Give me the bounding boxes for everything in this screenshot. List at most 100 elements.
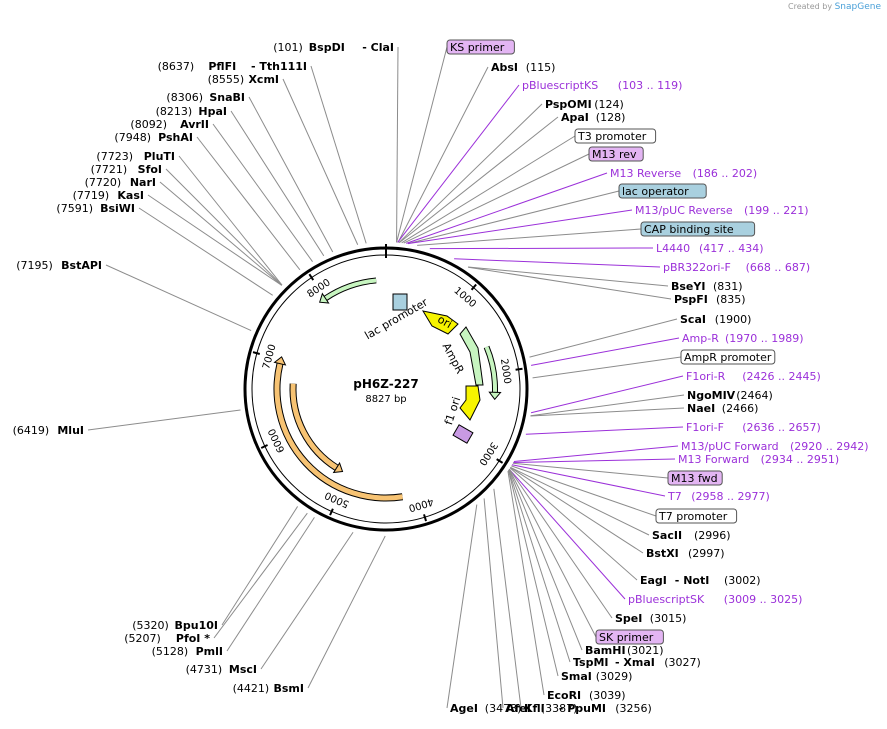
enzyme-label: PfoI * — [176, 632, 210, 645]
feature-position: (1970 .. 1989) — [725, 332, 804, 345]
connector-line — [178, 155, 283, 286]
connector-line — [532, 356, 682, 379]
connector-line — [230, 110, 325, 257]
enzyme-position: (5128) — [152, 645, 189, 658]
enzyme-label: PflFI — [208, 60, 236, 73]
enzyme-label: BstXI — [646, 547, 679, 560]
orange-arc-outer — [274, 363, 403, 501]
tick-label: 3000 — [476, 440, 499, 467]
connector-line — [407, 190, 620, 245]
connector-lines — [87, 46, 685, 709]
enzyme-position: (3256) — [615, 702, 652, 715]
enzyme-position: (6419) — [13, 424, 50, 437]
enzyme-position: (128) — [596, 111, 626, 124]
enzyme-label: HpaI — [198, 105, 227, 118]
tick-mark — [496, 458, 504, 464]
connector-line — [165, 168, 283, 286]
connector-line — [446, 504, 478, 709]
enzyme-label: AbsI — [491, 61, 518, 74]
connector-line — [87, 409, 241, 431]
promoter-label: T7 promoter — [658, 510, 728, 523]
ori-arrow — [421, 310, 459, 335]
connector-line — [493, 488, 522, 709]
enzyme-label: BsiWI — [100, 202, 135, 215]
enzyme-position: (8213) — [156, 105, 193, 118]
orange-arc-inner — [290, 383, 338, 470]
watermark-brand: SnapGene — [834, 2, 881, 12]
primer-box — [446, 39, 515, 55]
feature-position: (668 .. 687) — [746, 261, 811, 274]
inner-feature-label: ori — [435, 313, 454, 331]
enzyme-position: (3021) — [627, 644, 664, 657]
primer-label: M13 fwd — [671, 472, 718, 485]
connector-line — [226, 517, 315, 652]
tick-label: 4000 — [407, 495, 435, 513]
connector-line — [105, 264, 252, 331]
enzyme-label: NgoMIV — [687, 389, 736, 402]
enzyme-label: BseYI — [671, 280, 705, 293]
enzyme-label-2: - PpuMI — [559, 702, 606, 715]
cap-arc — [324, 278, 377, 301]
promoter-box — [574, 128, 657, 144]
enzyme-position: (2466) — [722, 402, 759, 415]
enzyme-label: Bpu10I — [175, 619, 219, 632]
connector-line — [396, 46, 448, 243]
feature-position: (2426 .. 2445) — [742, 370, 821, 383]
connector-line — [429, 247, 654, 250]
feature-position: (2958 .. 2977) — [691, 490, 770, 503]
connector-line — [468, 266, 672, 300]
connector-line — [310, 65, 367, 244]
tick-mark — [308, 273, 315, 281]
connector-line — [398, 103, 543, 243]
connector-line — [403, 153, 590, 244]
tick-mark — [423, 514, 427, 522]
enzyme-label: MluI — [57, 424, 84, 437]
enzyme-position: (4731) — [186, 663, 223, 676]
connector-line — [508, 470, 559, 677]
promoter-label: T3 promoter — [577, 130, 647, 143]
plasmid-length: 8827 bp — [365, 394, 406, 405]
inner-feature-label: f1 ori — [442, 395, 463, 426]
enzyme-label: PspFI — [674, 293, 708, 306]
enzyme-position: (1900) — [715, 313, 752, 326]
primer-box — [667, 470, 723, 486]
enzyme-label: MscI — [229, 663, 257, 676]
connector-line — [159, 181, 283, 286]
connector-line — [530, 394, 685, 417]
enzyme-label: EagI — [640, 574, 667, 587]
connector-line — [406, 172, 608, 244]
connector-line — [396, 46, 399, 243]
enzyme-label: PspOMI — [545, 98, 592, 111]
enzyme-label: BstAPI — [61, 259, 102, 272]
enzyme-label: SfoI — [138, 163, 162, 176]
enzyme-position: (101) — [273, 41, 303, 54]
tick-label: 2000 — [498, 358, 513, 385]
primer-label: KS primer — [450, 41, 505, 54]
enzyme-position: (7723) — [96, 150, 133, 163]
feature-position: (2934 .. 2951) — [761, 453, 840, 466]
enzyme-position: (835) — [716, 293, 746, 306]
feature-label: T7 — [667, 490, 682, 503]
primer-label: M13 rev — [592, 148, 637, 161]
connector-line — [530, 407, 685, 417]
connector-line — [483, 498, 504, 709]
connector-line — [282, 78, 359, 245]
connector-line — [525, 426, 684, 435]
connector-line — [417, 228, 642, 246]
enzyme-position: (7721) — [91, 163, 128, 176]
connector-line — [397, 66, 489, 243]
connector-line — [213, 512, 308, 639]
connector-line — [401, 135, 576, 244]
feature-label: M13 Reverse — [610, 167, 681, 180]
connector-line — [248, 96, 334, 253]
feature-position: (103 .. 119) — [618, 79, 683, 92]
tick-mark — [515, 367, 523, 371]
ampr-promoter-arrowhead — [488, 391, 502, 401]
feature-position: (199 .. 221) — [744, 204, 809, 217]
enzyme-label-2: - Tth111I — [251, 60, 307, 73]
connector-line — [530, 337, 680, 366]
enzyme-label: ApaI — [561, 111, 589, 124]
orange-inner-arrowhead — [332, 461, 344, 474]
lac-promoter-block — [392, 293, 408, 311]
